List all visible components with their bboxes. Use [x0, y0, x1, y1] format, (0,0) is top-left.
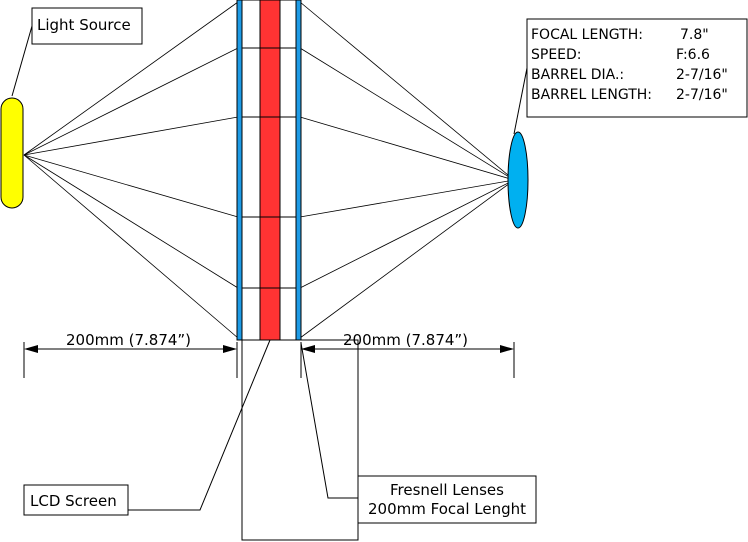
spec-key: BARREL DIA.: — [531, 67, 624, 83]
dimension-left — [23, 342, 238, 378]
fresnel-leader — [300, 342, 358, 499]
spec-key: BARREL LENGTH: — [531, 87, 652, 103]
light-source-leader — [11, 25, 33, 97]
base-stand — [241, 339, 359, 541]
rays-right — [299, 1, 515, 339]
fresnel-lens-right — [295, 0, 302, 341]
dimension-right-label: 200mm (7.874”) — [343, 331, 468, 349]
spec-key: FOCAL LENGTH: — [531, 27, 643, 43]
lcd-screen-label: LCD Screen — [30, 492, 117, 510]
spec-value: F:6.6 — [676, 47, 710, 63]
fresnel-label-box — [357, 475, 537, 524]
lens-specs-leader — [513, 67, 528, 135]
fresnel-label-line2: 200mm Focal Lenght — [368, 500, 526, 518]
light-source-label-box — [31, 7, 143, 45]
rays-left — [23, 1, 239, 339]
light-source — [0, 97, 24, 209]
fresnel-lens-left — [236, 0, 243, 341]
lcd-screen-label-box — [23, 484, 129, 516]
projection-lens — [507, 131, 529, 229]
lcd-screen-leader — [128, 339, 271, 511]
spec-key: SPEED: — [531, 47, 582, 63]
light-source-label: Light Source — [37, 16, 131, 34]
lens-specs: FOCAL LENGTH: 7.8" SPEED: F:6.6 BARREL D… — [531, 27, 728, 103]
panel-assembly — [236, 0, 302, 341]
lcd-screen-layer — [259, 0, 281, 341]
spec-value: 7.8" — [680, 27, 709, 43]
spec-value: 2-7/16" — [676, 87, 728, 103]
dimension-right — [300, 342, 515, 378]
dimension-left-label: 200mm (7.874”) — [66, 331, 191, 349]
fresnel-label-line1: Fresnell Lenses — [390, 481, 504, 499]
spec-value: 2-7/16" — [676, 67, 728, 83]
